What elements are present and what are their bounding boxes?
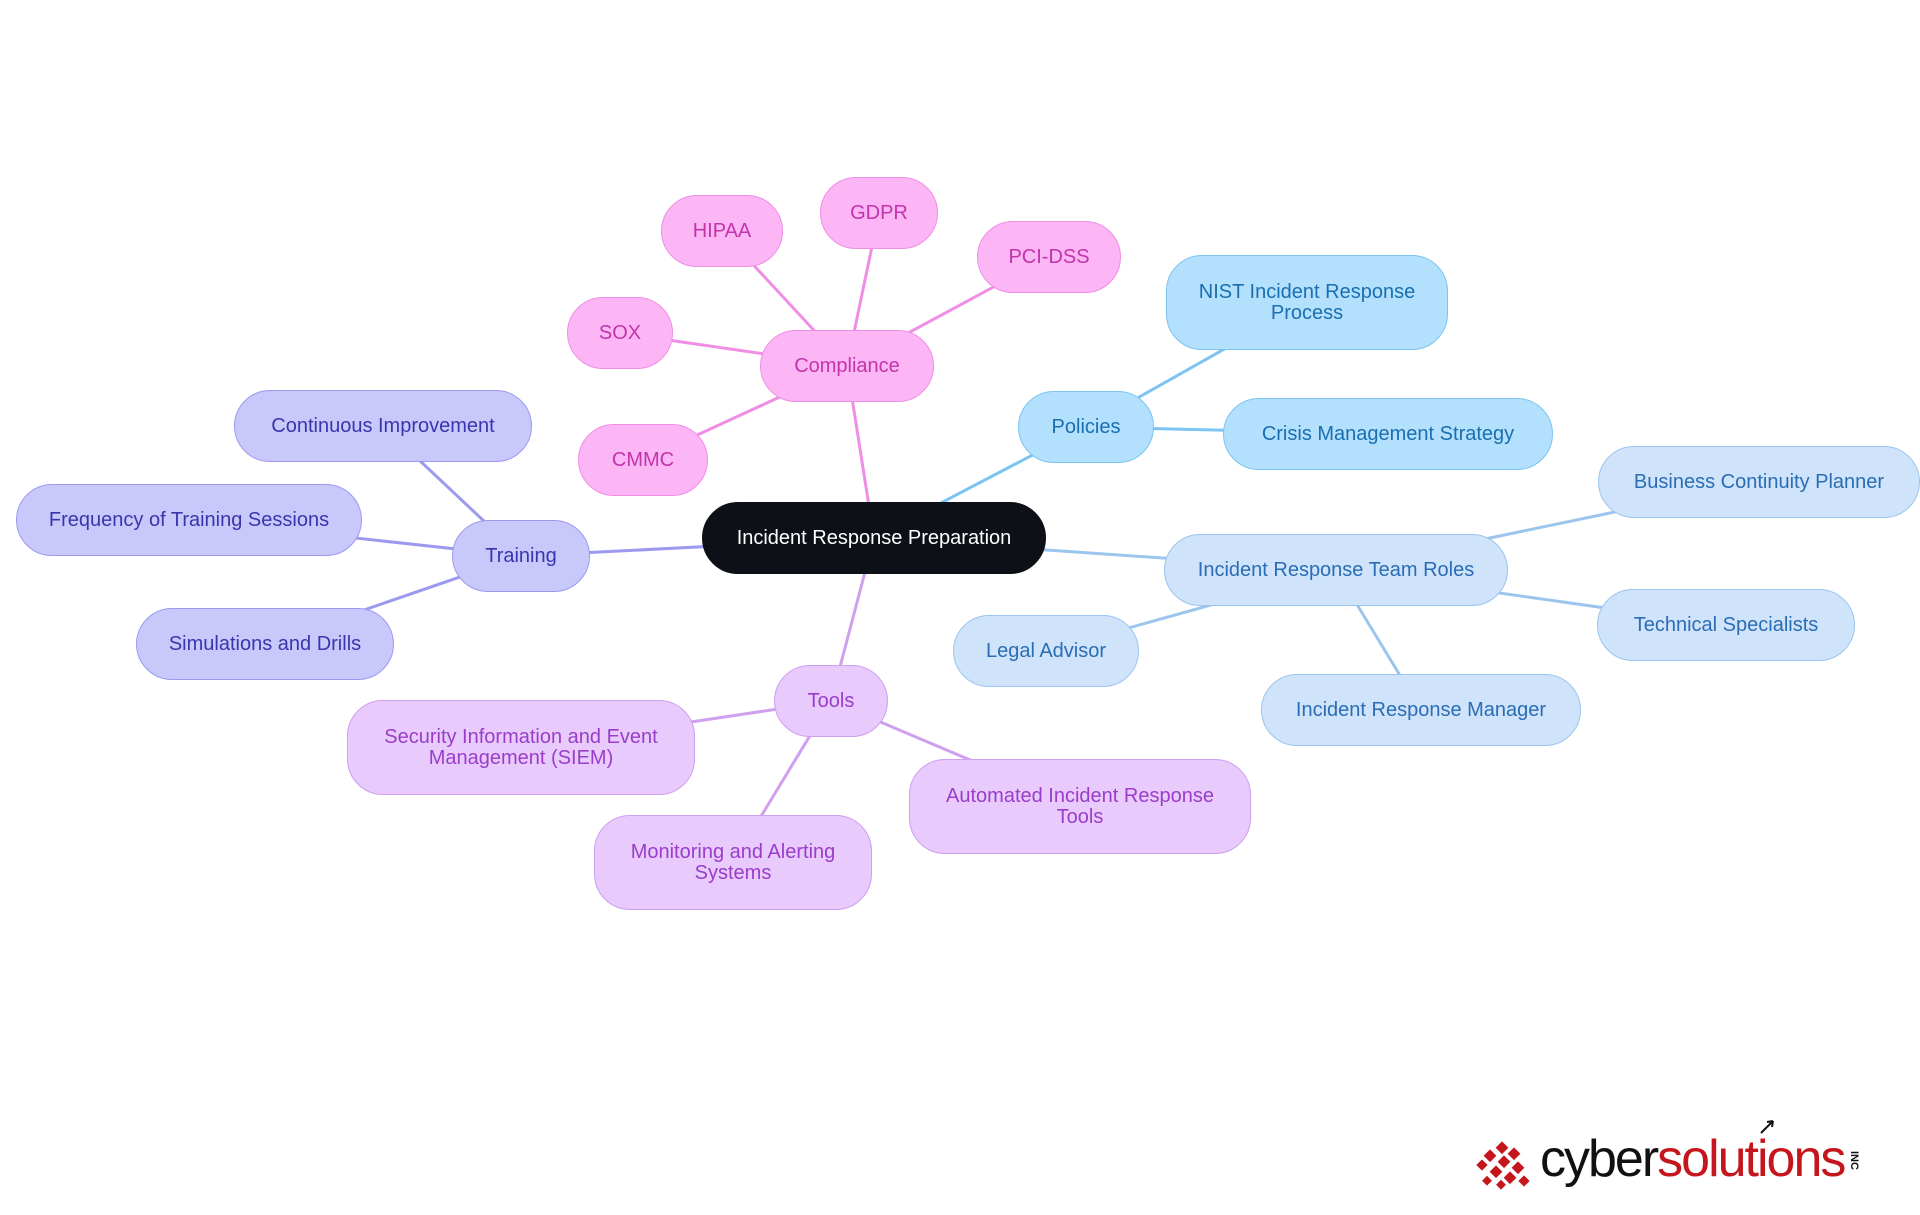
team-roles-node[interactable]: Incident Response Team Roles [1164,534,1508,606]
simulations-drills-node[interactable]: Simulations and Drills [136,608,394,680]
logo-inc: INC [1848,1151,1860,1170]
sox-node[interactable]: SOX [567,297,673,369]
logo-mark-icon [1476,1141,1530,1190]
root-node[interactable]: Incident Response Preparation [702,502,1046,574]
legal-advisor-node[interactable]: Legal Advisor [953,615,1139,687]
policies-node[interactable]: Policies [1018,391,1154,463]
logo-wordmark: cybersolutions [1540,1129,1846,1189]
continuous-improvement-node[interactable]: Continuous Improvement [234,390,532,462]
logo-text-cyber: cyber [1540,1130,1659,1188]
logo-text-solutions: solutions [1657,1130,1846,1188]
training-node[interactable]: Training [452,520,590,592]
cybersolutions-logo: cybersolutions INC [1470,1120,1870,1195]
compliance-node[interactable]: Compliance [760,330,934,402]
siem-node[interactable]: Security Information and Event Managemen… [347,700,695,795]
automated-ir-tools-node[interactable]: Automated Incident Response Tools [909,759,1251,854]
ir-manager-node[interactable]: Incident Response Manager [1261,674,1581,746]
cmmc-node[interactable]: CMMC [578,424,708,496]
hipaa-node[interactable]: HIPAA [661,195,783,267]
training-frequency-node[interactable]: Frequency of Training Sessions [16,484,362,556]
crisis-strategy-node[interactable]: Crisis Management Strategy [1223,398,1553,470]
tools-node[interactable]: Tools [774,665,888,737]
gdpr-node[interactable]: GDPR [820,177,938,249]
monitoring-alerting-node[interactable]: Monitoring and Alerting Systems [594,815,872,910]
logo-arrow-icon [1760,1120,1774,1134]
nist-process-node[interactable]: NIST Incident Response Process [1166,255,1448,350]
pci-dss-node[interactable]: PCI-DSS [977,221,1121,293]
bcp-node[interactable]: Business Continuity Planner [1598,446,1920,518]
tech-specialists-node[interactable]: Technical Specialists [1597,589,1855,661]
